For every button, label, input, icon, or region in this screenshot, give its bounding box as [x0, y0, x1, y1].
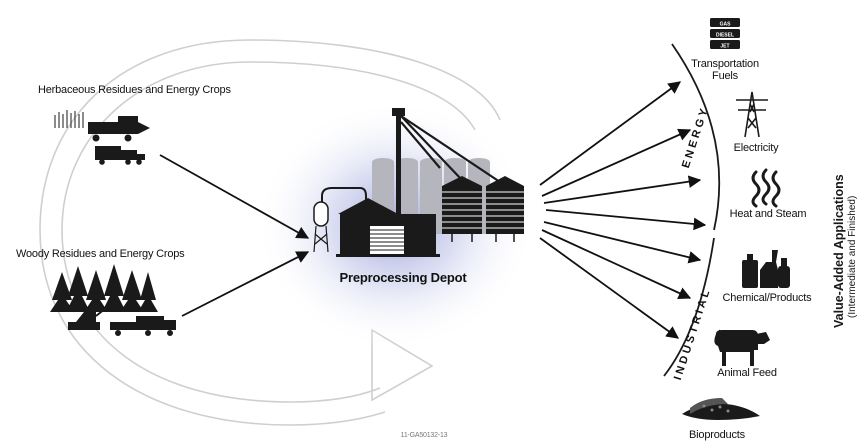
heat-steam-icon: [751, 168, 781, 208]
output-arrows: [539, 81, 707, 339]
transportation-label-line1: Transportation: [691, 58, 759, 70]
heat-steam-label: Heat and Steam: [729, 208, 807, 220]
svg-text:JET: JET: [720, 44, 729, 50]
depot-label: Preprocessing Depot: [339, 270, 467, 285]
bioproducts-icon: [682, 398, 760, 420]
figure-id: 11-GA50132-13: [400, 432, 448, 439]
herbaceous-feedstock-icon: [54, 110, 150, 165]
sector-divider: [663, 43, 721, 377]
animal-feed-icon: [714, 329, 770, 366]
side-title: Value-Added Applications: [832, 174, 846, 328]
preprocessing-depot-icon: [313, 108, 524, 257]
side-subtitle: (Intermediate and Finished): [847, 195, 858, 318]
herbaceous-label: Herbaceous Residues and Energy Crops: [38, 84, 231, 96]
cycle-arrow: [39, 39, 501, 426]
svg-text:DIESEL: DIESEL: [716, 33, 734, 39]
transportation-label-line2: Fuels: [712, 70, 738, 82]
chemical-products-icon: [742, 250, 790, 288]
electricity-tower-icon: [736, 91, 768, 138]
woody-feedstock-icon: [50, 264, 176, 336]
svg-text:GAS: GAS: [720, 22, 732, 28]
fuel-barrels-icon: GAS DIESEL JET: [710, 18, 740, 50]
animal-feed-label: Animal Feed: [717, 367, 777, 379]
input-arrows: [159, 154, 310, 317]
transportation-fuels-label: Transportation Fuels: [680, 58, 770, 82]
woody-label: Woody Residues and Energy Crops: [16, 248, 185, 260]
bioproducts-label: Bioproducts: [689, 429, 745, 441]
electricity-label: Electricity: [733, 142, 779, 154]
chemical-products-label: Chemical/Products: [722, 292, 812, 304]
